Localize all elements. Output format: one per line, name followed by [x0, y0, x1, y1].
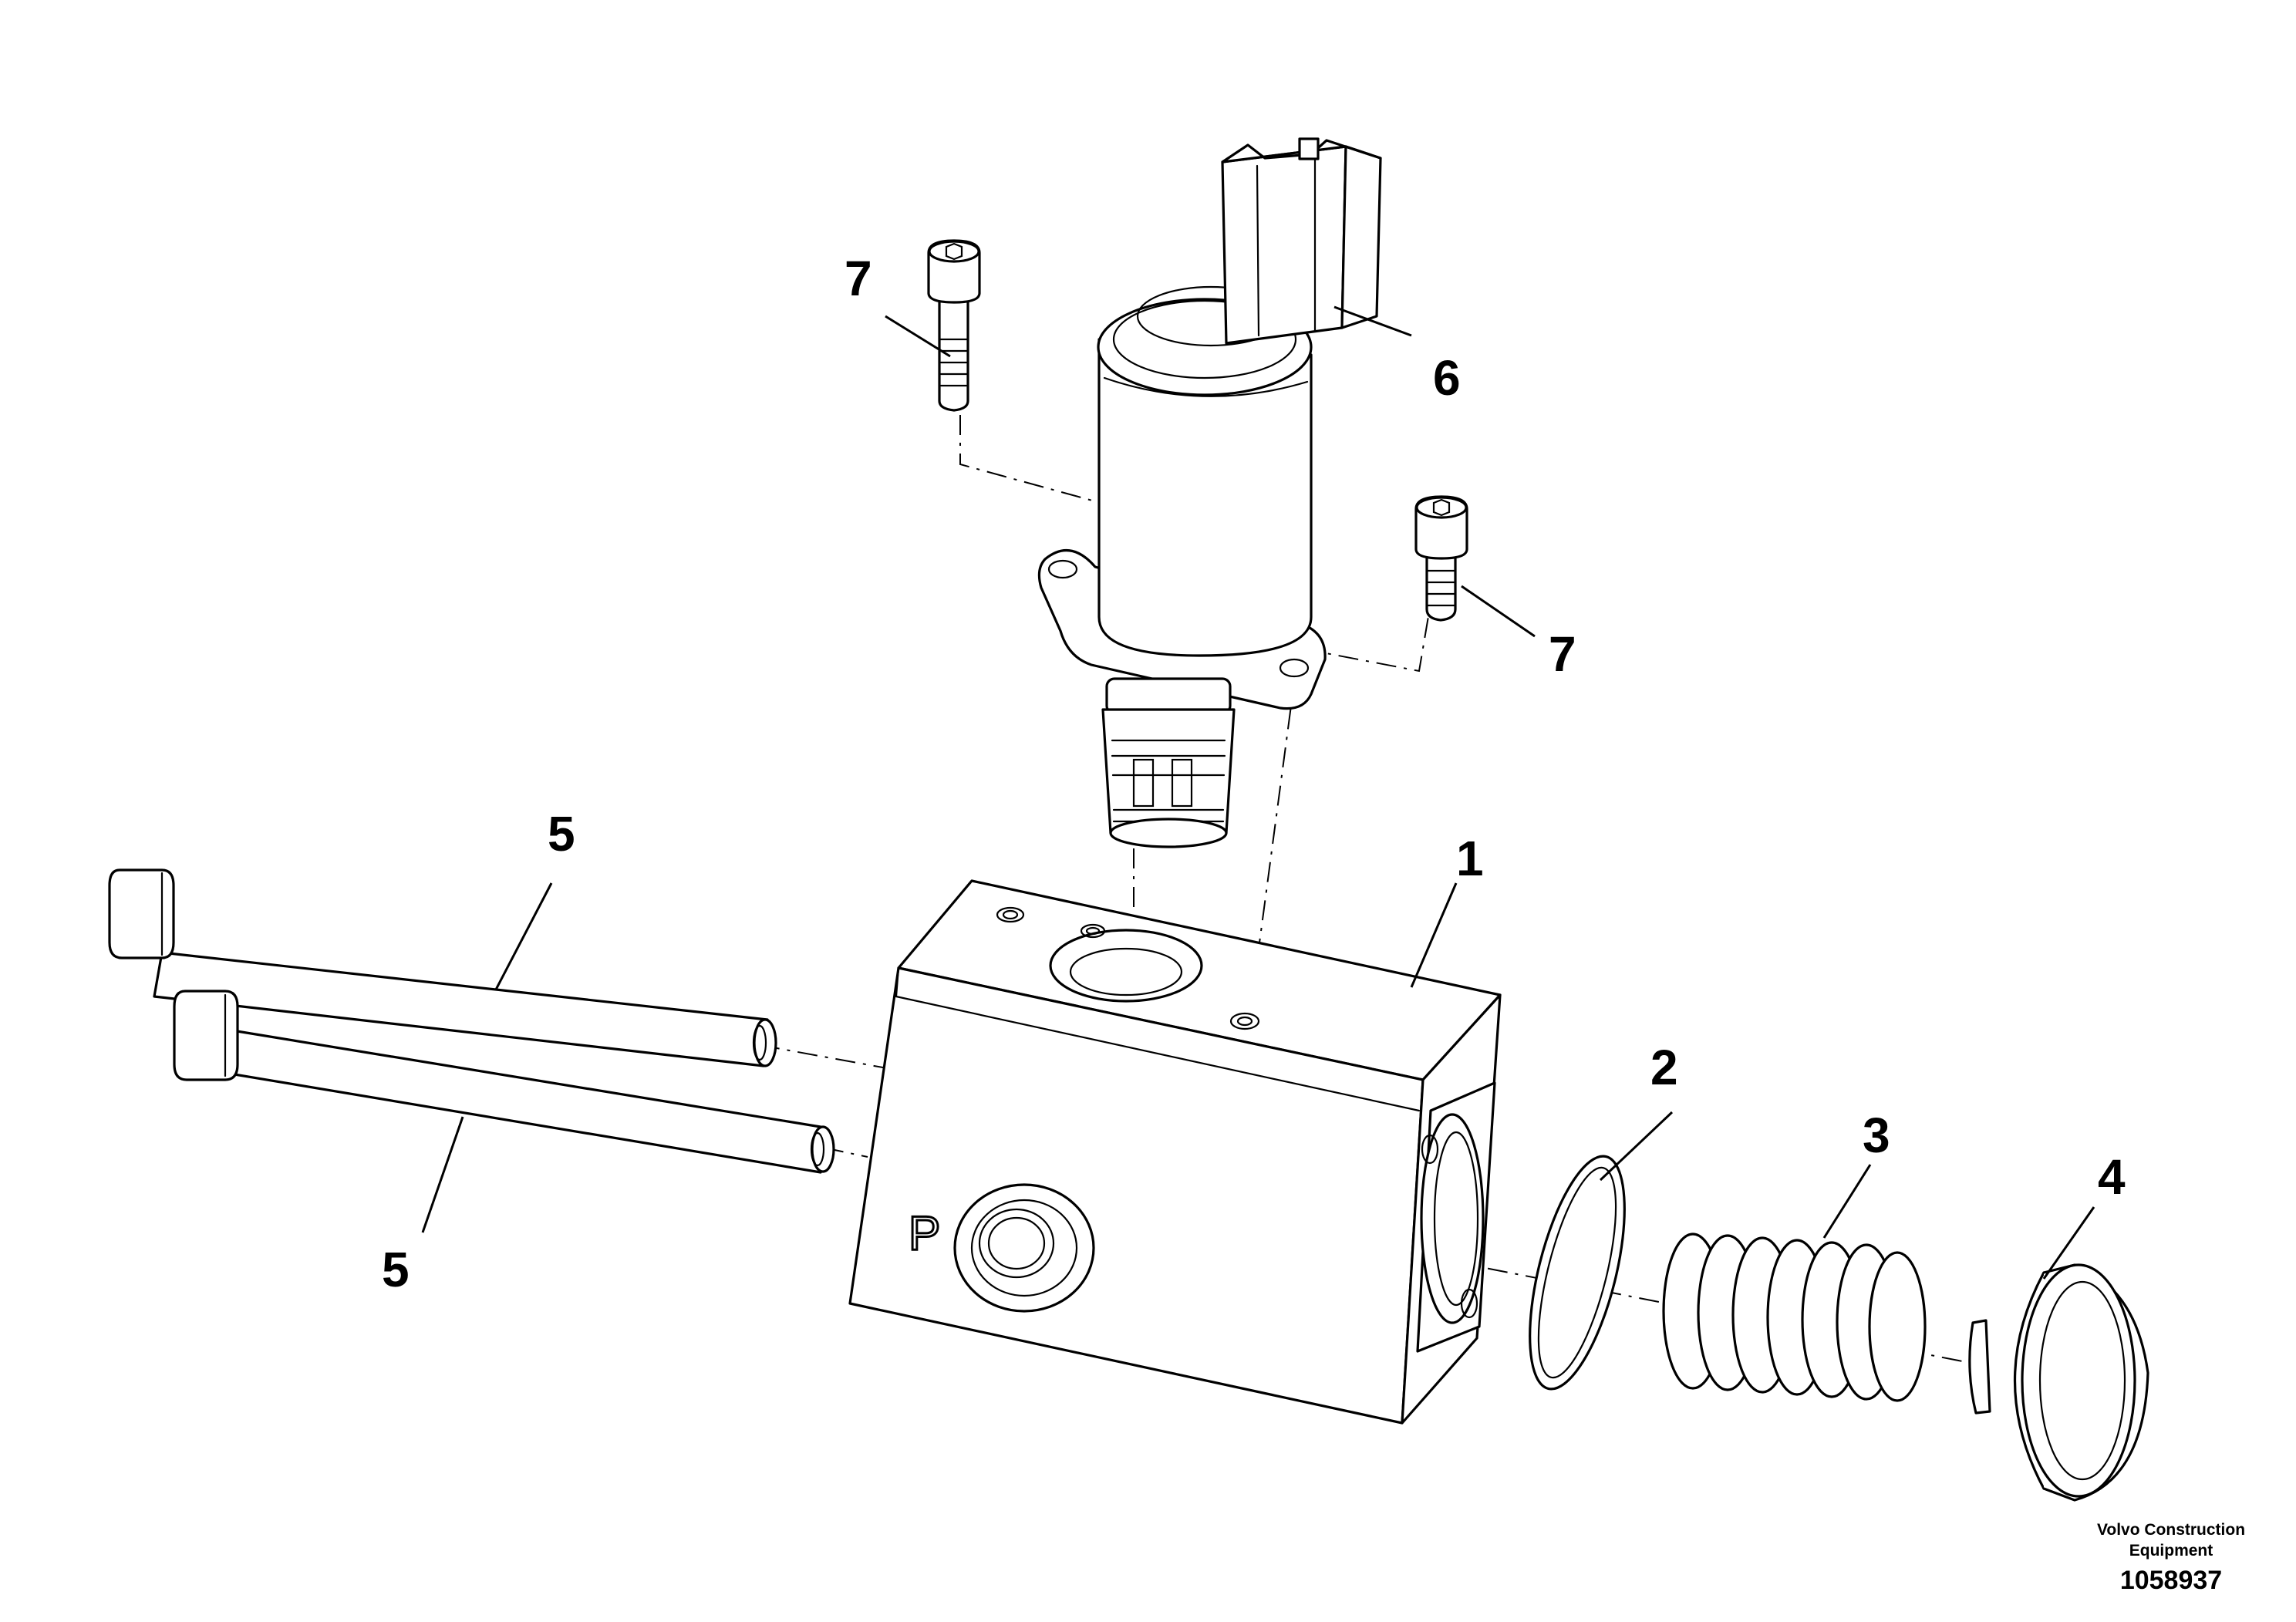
port-p-marking: P	[909, 1207, 940, 1260]
callout-7-right: 7	[1549, 626, 1576, 682]
plug	[1968, 1263, 2149, 1502]
spring	[1662, 1233, 1927, 1402]
long-screw-lower	[173, 990, 835, 1174]
callout-labels: 7 6 7 1 5 5 2 3 4	[382, 251, 2126, 1297]
callout-5-lower: 5	[382, 1242, 410, 1297]
callout-2: 2	[1650, 1040, 1678, 1095]
callout-4: 4	[2098, 1149, 2126, 1205]
solenoid-valve	[1037, 137, 1382, 848]
cap-screw-left	[927, 239, 981, 412]
o-ring	[1529, 1155, 1626, 1391]
drawing-number: 1058937	[2120, 1566, 2222, 1595]
credit-company-line1: Volvo Construction	[2097, 1521, 2245, 1539]
callout-7-left: 7	[845, 251, 872, 306]
callout-5-upper: 5	[548, 806, 575, 862]
long-screw-upper	[108, 868, 777, 1067]
callout-6: 6	[1433, 350, 1461, 406]
leader-lines	[421, 305, 2095, 1280]
valve-block: P	[848, 879, 1502, 1425]
credit-company-line2: Equipment	[2129, 1542, 2213, 1560]
callout-1: 1	[1456, 831, 1484, 886]
cap-screw-right	[1414, 495, 1468, 622]
callout-3: 3	[1863, 1108, 1890, 1163]
credit-block: Volvo Construction Equipment 1058937	[2097, 1521, 2245, 1595]
